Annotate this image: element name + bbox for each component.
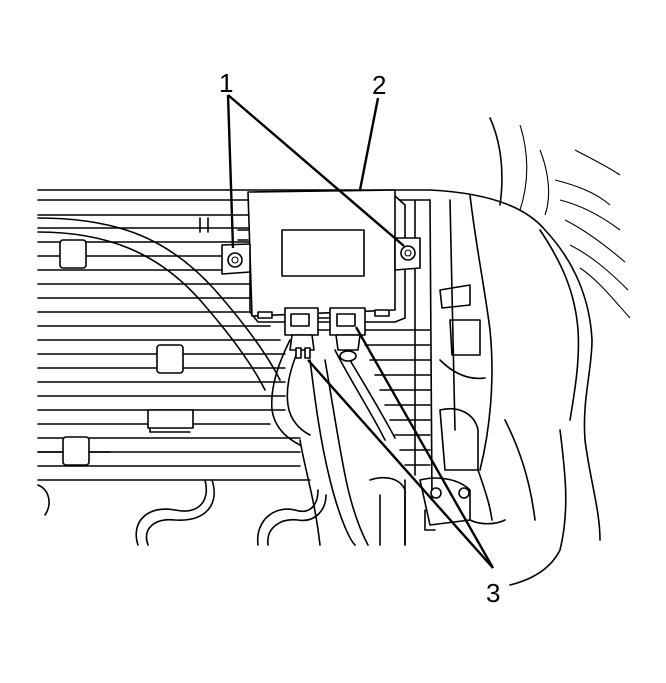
lower-wire-loops: [37, 479, 327, 546]
wiring-harness-main: [37, 217, 396, 546]
lower-bracket: [369, 469, 506, 546]
callout-2: 2: [372, 70, 386, 100]
electrical-connectors: [284, 307, 366, 362]
callout-1: 1: [219, 68, 233, 98]
panel-clips: [37, 239, 194, 466]
callout-3: 3: [486, 578, 500, 608]
right-trim-panel: [429, 117, 631, 586]
callout-leaders: [226, 94, 495, 569]
control-module: [221, 189, 421, 323]
